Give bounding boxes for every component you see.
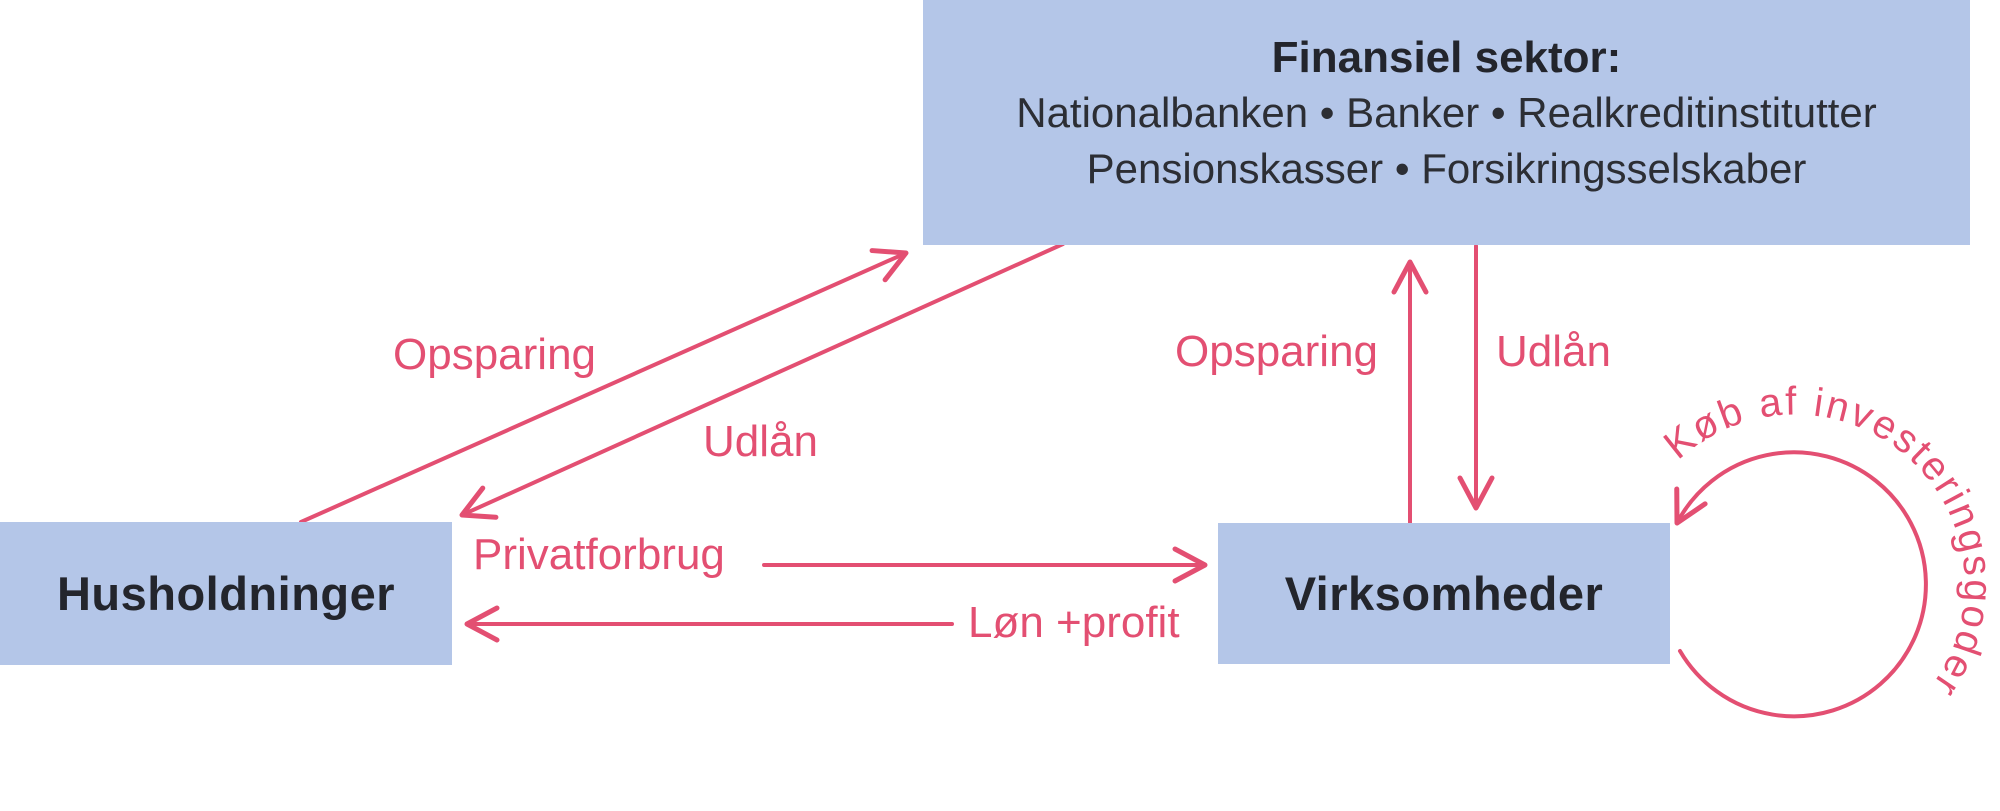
investment-cycle-label: Køb af investeringsgoder <box>1656 379 1998 706</box>
financial-sector-box: Finansiel sektor: Nationalbanken • Banke… <box>923 0 1970 245</box>
households-box: Husholdninger <box>0 522 452 665</box>
opsparing-households-arrow <box>299 248 909 524</box>
investment-cycle-label-text: Køb af investeringsgoder <box>1656 379 2000 706</box>
lon-profit-label: Løn +profit <box>968 598 1180 647</box>
udlan-firms-label: Udlån <box>1496 327 1611 376</box>
investment-cycle-arrow <box>1674 450 1928 719</box>
financial-sector-line1: Nationalbanken • Banker • Realkreditinst… <box>1016 89 1877 136</box>
firms-label: Virksomheder <box>1284 567 1604 620</box>
financial-sector-title: Finansiel sektor: <box>1271 33 1622 82</box>
privatforbrug-label: Privatforbrug <box>473 530 725 579</box>
firms-box: Virksomheder <box>1218 523 1670 664</box>
opsparing-firms-label: Opsparing <box>1175 327 1379 376</box>
opsparing-households-label: Opsparing <box>393 330 597 379</box>
households-label: Husholdninger <box>56 567 396 620</box>
financial-sector-line2: Pensionskasser • Forsikringsselskaber <box>1086 144 1807 192</box>
udlan-households-label: Udlån <box>703 417 818 466</box>
udlan-households-arrow <box>459 242 1065 520</box>
